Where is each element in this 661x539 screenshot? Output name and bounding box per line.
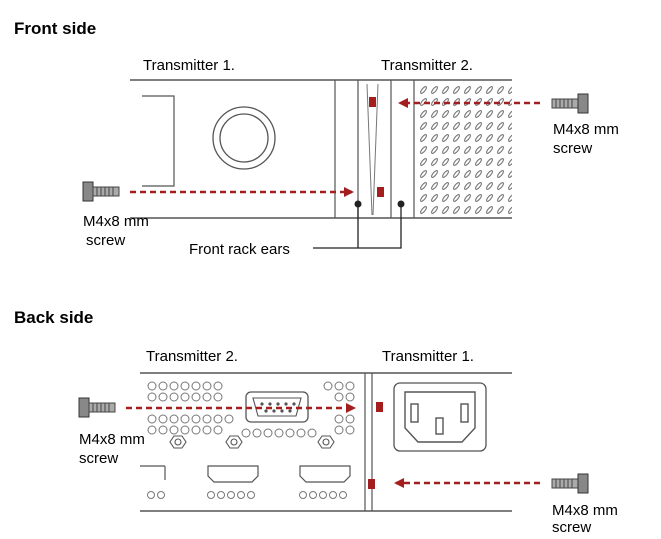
front-transmitter-1-label: Transmitter 1. [143,57,235,74]
back-left-screw-label: M4x8 mm [79,431,145,448]
front-device-panel [130,79,512,219]
front-transmitter-2-label: Transmitter 2. [381,57,473,74]
front-left-screw-icon [82,181,120,202]
front-left-screw-label-2: screw [86,232,125,249]
vent-grille [416,84,512,216]
front-left-screw-label: M4x8 mm [83,213,149,230]
back-transmitter-2-label: Transmitter 2. [146,348,238,365]
back-left-screw-label-2: screw [79,450,118,467]
back-right-screw-label-2: screw [552,519,591,534]
back-side-heading: Back side [14,308,93,327]
back-device-panel [140,372,512,512]
front-rack-ears-label: Front rack ears [189,241,290,258]
back-right-screw-label: M4x8 mm [552,502,618,519]
back-vent-holes [147,381,355,438]
hex-nuts [169,435,335,449]
back-screw-hole-upper [376,402,383,412]
back-transmitter-1-label: Transmitter 1. [382,348,474,365]
back-left-screw-icon [78,397,116,418]
front-right-screw-label: M4x8 mm [553,121,619,138]
back-right-screw-icon [551,473,589,494]
front-screw-hole-upper [369,97,376,107]
knob-icon [212,106,276,170]
front-rack-ears-callout [313,200,405,249]
front-right-screw-label-2: screw [553,140,592,157]
power-inlet-icon [393,382,487,452]
front-right-screw-icon [551,93,589,114]
hdmi-ports [140,465,351,483]
front-side-heading: Front side [14,19,96,38]
back-screw-hole-lower [368,479,375,489]
front-screw-hole-lower [377,187,384,197]
